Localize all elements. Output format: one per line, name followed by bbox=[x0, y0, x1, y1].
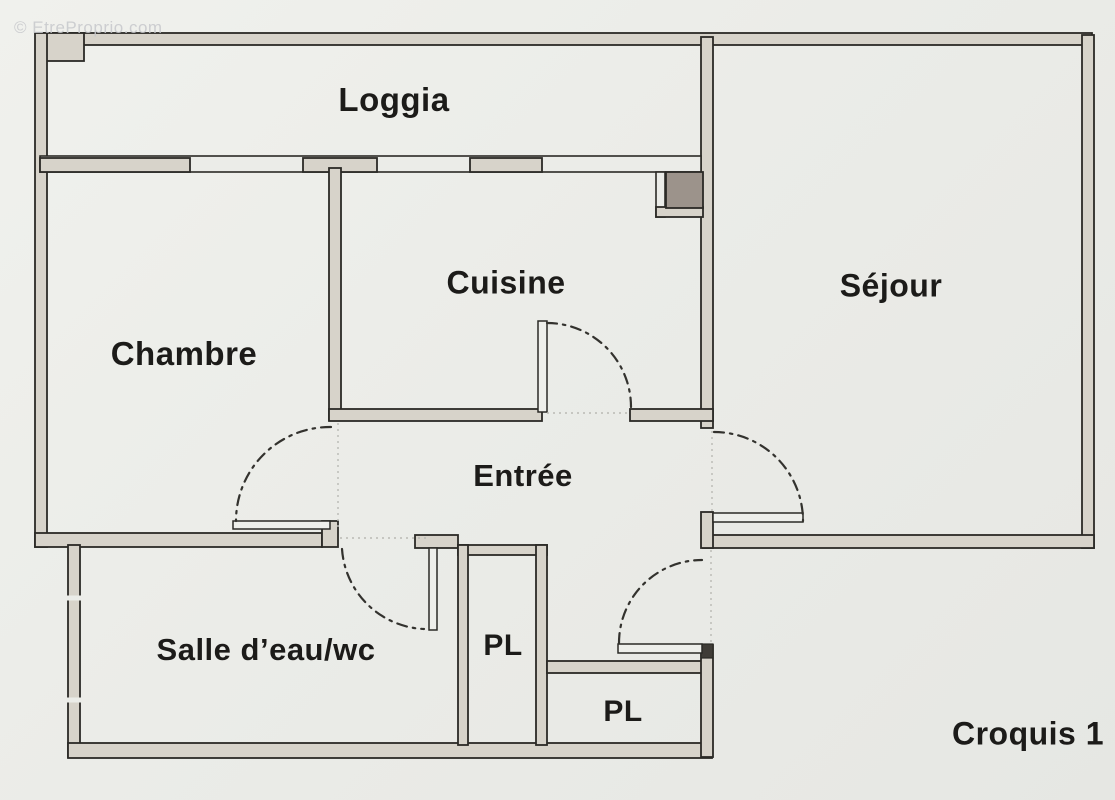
wall-pl1-left bbox=[457, 544, 469, 746]
wall-salledeau-door-stub bbox=[414, 534, 459, 549]
loggia-pier-1 bbox=[39, 157, 191, 173]
loggia-pier-3 bbox=[469, 157, 543, 173]
door-arc-cuisine bbox=[545, 321, 633, 409]
room-label-placard-2: PL bbox=[603, 695, 643, 728]
plan-caption: Croquis 1 bbox=[951, 715, 1105, 752]
wall-pl2-top bbox=[546, 660, 713, 674]
duct-shaft bbox=[665, 171, 704, 209]
door-leaf-salledeau bbox=[428, 547, 438, 631]
door-arc-salledeau bbox=[340, 547, 426, 631]
door-arc-entrance bbox=[617, 558, 704, 645]
wall-sejour-bottom bbox=[702, 534, 1095, 549]
door-arc-sejour bbox=[712, 430, 805, 523]
walls bbox=[34, 32, 1095, 759]
door-leaf-cuisine bbox=[537, 320, 548, 413]
room-label-loggia: Loggia bbox=[338, 81, 450, 118]
jamb-sejour-door bbox=[700, 511, 714, 549]
room-label-entree: Entrée bbox=[473, 458, 573, 493]
watermark: © EtreProprio.com bbox=[14, 18, 163, 37]
wall-chambre-cuisine bbox=[328, 167, 342, 421]
door-leaf-sejour bbox=[712, 512, 804, 523]
room-label-placard-1: PL bbox=[483, 629, 523, 662]
wall-right bbox=[1081, 34, 1095, 549]
room-label-cuisine: Cuisine bbox=[446, 264, 566, 301]
wall-cuisine-south-left bbox=[328, 408, 543, 422]
wall-bottom bbox=[67, 742, 713, 759]
entry-door-hinge-block bbox=[700, 643, 714, 659]
wall-cuisine-south-right bbox=[629, 408, 714, 422]
wall-left bbox=[34, 32, 48, 548]
door-swing-arcs bbox=[234, 321, 805, 645]
room-label-chambre: Chambre bbox=[110, 335, 258, 372]
door-leaf-entrance bbox=[617, 643, 703, 654]
wall-top bbox=[37, 32, 1093, 46]
wall-pl2-east bbox=[700, 644, 714, 758]
room-label-sejour: Séjour bbox=[839, 267, 943, 304]
threshold-lines bbox=[337, 412, 713, 643]
door-arc-chambre bbox=[234, 425, 333, 523]
wall-sejour-west bbox=[700, 36, 714, 429]
wall-pl1-right bbox=[535, 544, 548, 746]
door-leaves bbox=[232, 320, 804, 654]
wall-salledeau-west bbox=[67, 544, 81, 758]
room-label-salledeau: Salle d’eau/wc bbox=[156, 632, 376, 667]
door-leaf-chambre bbox=[232, 520, 331, 530]
wall-pl1-top bbox=[457, 544, 548, 556]
